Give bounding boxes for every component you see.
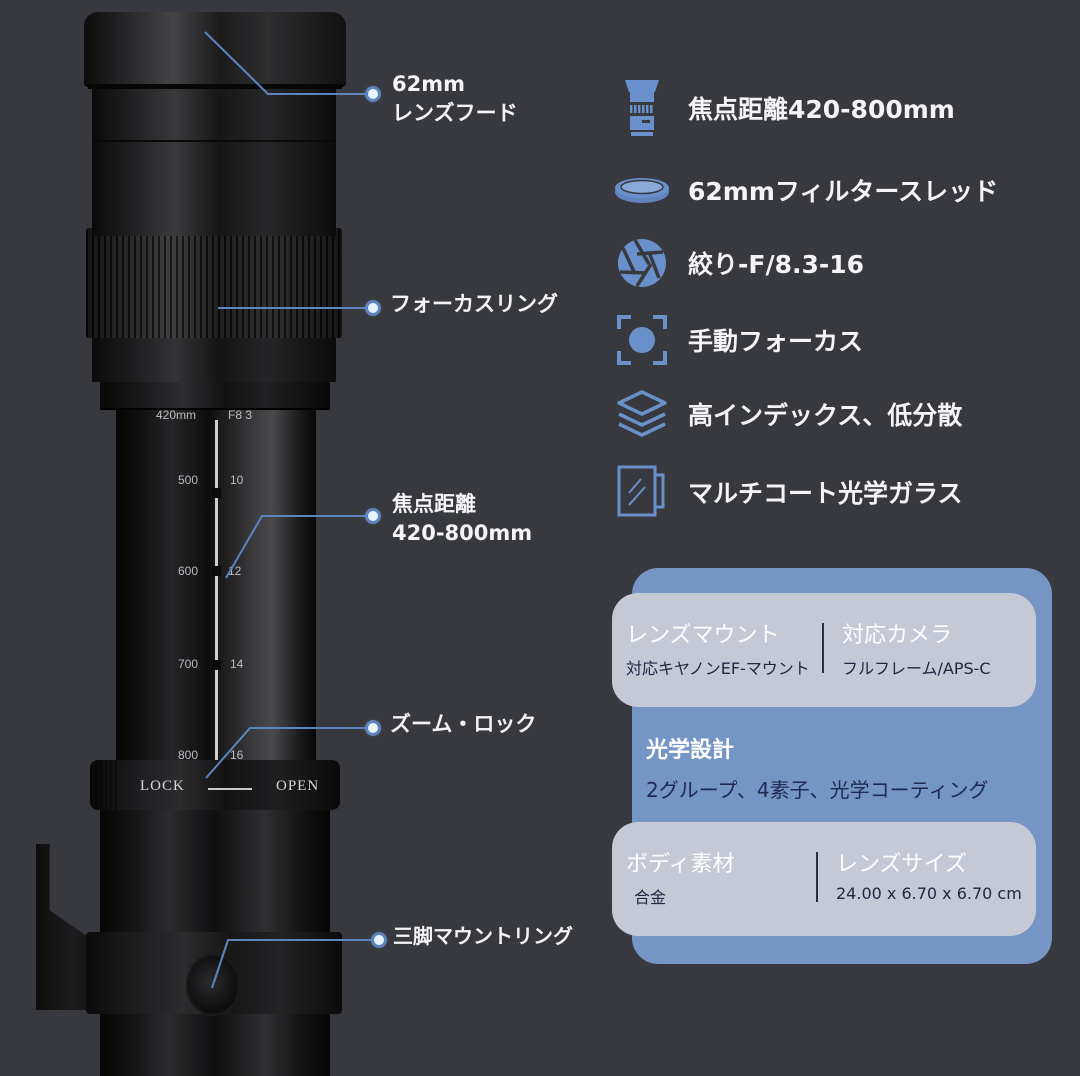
feature-item: 手動フォーカス [612, 312, 863, 368]
lens-icon [612, 80, 672, 136]
spec-card-material-size: ボディ素材 合金 レンズサイズ 24.00 x 6.70 x 6.70 cm [612, 822, 1036, 936]
manual-focus-icon [612, 312, 672, 368]
callout-dot [368, 723, 378, 733]
callout-dot [368, 303, 378, 313]
spec-material: ボディ素材 合金 [612, 822, 816, 936]
callout-dot [368, 511, 378, 521]
feature-item: マルチコート光学ガラス [612, 464, 963, 520]
barrel-collar [100, 380, 330, 410]
filter-ring-icon [612, 162, 672, 218]
callout-hood-label: レンズフード [392, 101, 518, 126]
scale-focal-420: 420mm [156, 408, 197, 422]
scale-aperture-14: 14 [230, 657, 244, 671]
focus-ring [86, 228, 342, 338]
callout-tripod-label: 三脚マウントリング [393, 924, 573, 948]
lock-indicator [208, 788, 252, 790]
lens-hood [84, 12, 346, 87]
spec-card-mount-camera: レンズマウント 対応キヤノンEF-マウント 対応カメラ フルフレーム/APS-C [612, 593, 1036, 707]
hood-body [92, 86, 336, 236]
spec-size: レンズサイズ 24.00 x 6.70 x 6.70 cm [816, 822, 1036, 936]
feature-label: 焦点距離420-800mm [688, 95, 955, 124]
feature-item: 焦点距離420-800mm [612, 80, 955, 136]
spec-size-title: レンズサイズ [836, 852, 967, 877]
lock-text: LOCK [140, 778, 185, 794]
spec-divider [816, 852, 818, 902]
spec-optical-value: 2グループ、4素子、光学コーティング [646, 778, 989, 802]
callout-focus-ring-label: フォーカスリング [390, 292, 558, 316]
scale-aperture-10: 10 [230, 473, 244, 487]
spec-divider [822, 623, 824, 673]
callout-dot [368, 89, 378, 99]
scale-focal-600: 600 [178, 564, 199, 578]
feature-label: 高インデックス、低分散 [688, 401, 963, 430]
zoom-scale-line [215, 420, 218, 760]
tripod-knob [186, 954, 240, 1016]
feature-label: 絞り-F/8.3-16 [688, 250, 865, 279]
scale-focal-800: 800 [178, 748, 199, 762]
scale-focal-700: 700 [178, 657, 199, 671]
hood-seam [92, 140, 336, 142]
aperture-icon [612, 235, 672, 291]
spec-camera-value: フルフレーム/APS-C [842, 659, 991, 678]
callout-focal-title: 焦点距離 [392, 492, 476, 516]
callout-hood-size: 62mm [392, 72, 465, 96]
feature-label: 62mmフィルタースレッド [688, 177, 999, 206]
zoom-lock-ring: LOCK OPEN [90, 760, 340, 810]
spec-camera: 対応カメラ フルフレーム/APS-C [822, 593, 1036, 707]
scale-focal-500: 500 [178, 473, 199, 487]
focus-base [92, 336, 336, 382]
feature-label: マルチコート光学ガラス [688, 479, 963, 508]
spec-material-value: 合金 [634, 888, 667, 907]
spec-material-title: ボディ素材 [626, 852, 735, 877]
scale-gap [212, 488, 221, 498]
scale-aperture-f83: F8 3 [228, 408, 253, 422]
feature-item: 62mmフィルタースレッド [612, 162, 998, 218]
glass-icon [612, 464, 672, 520]
scale-gap [212, 660, 221, 670]
spec-mount-title: レンズマウント [626, 623, 780, 648]
spec-size-value: 24.00 x 6.70 x 6.70 cm [836, 884, 1022, 903]
feature-item: 絞り-F/8.3-16 [612, 235, 864, 291]
feature-item: 高インデックス、低分散 [612, 386, 962, 442]
scale-aperture-12: 12 [228, 564, 242, 578]
feature-label: 手動フォーカス [688, 327, 864, 356]
callout-focal-range: 420-800mm [392, 521, 533, 546]
layers-icon [612, 386, 672, 442]
scale-gap [212, 566, 221, 576]
callout-zoom-lock-label: ズーム・ロック [390, 712, 537, 736]
spec-mount: レンズマウント 対応キヤノンEF-マウント [612, 593, 822, 707]
callout-dot [374, 935, 384, 945]
spec-optical: 光学設計 2グループ、4素子、光学コーティング [646, 732, 988, 803]
spec-mount-value: 対応キヤノンEF-マウント [626, 659, 810, 678]
spec-optical-title: 光学設計 [646, 738, 735, 763]
open-text: OPEN [276, 778, 320, 794]
spec-camera-title: 対応カメラ [842, 623, 953, 648]
